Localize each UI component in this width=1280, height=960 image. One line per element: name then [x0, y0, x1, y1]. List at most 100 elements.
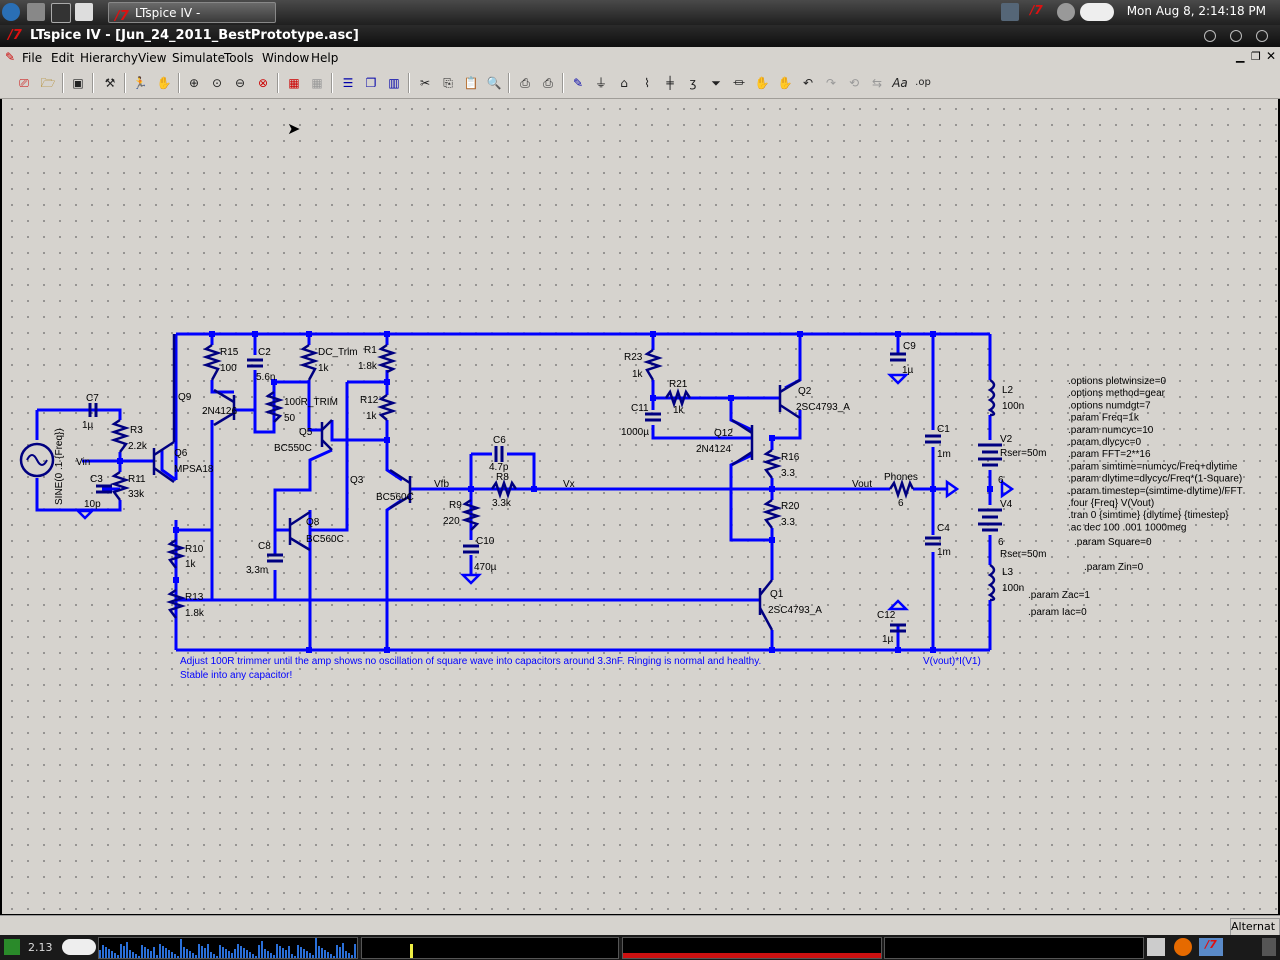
component-ref-q12[interactable]: Q12 — [714, 428, 733, 439]
menu-view[interactable]: View — [138, 51, 167, 65]
component-ref-r11[interactable]: R11 — [128, 474, 146, 485]
zoom-full-icon[interactable]: ⊙ — [211, 76, 223, 90]
system-menu-icon[interactable] — [2, 3, 20, 21]
draw-wire-icon[interactable]: ✎ — [572, 76, 584, 90]
save-icon[interactable]: ▣ — [72, 76, 84, 90]
component-value-l3[interactable]: 100n — [1002, 583, 1024, 594]
component-ref-c6[interactable]: C6 — [493, 435, 506, 446]
undo-icon[interactable]: ↶ — [802, 76, 814, 90]
component-value-r16[interactable]: 3.3 — [781, 468, 795, 479]
component-value-r10[interactable]: 1k — [185, 559, 197, 570]
component-value-c8[interactable]: 3.3m — [246, 565, 268, 576]
spice-directive-line[interactable]: .param Freq=1k — [1068, 413, 1140, 424]
component-ref-c12[interactable]: C12 — [877, 610, 896, 621]
component-ref-r16[interactable]: R16 — [781, 452, 800, 463]
component-ref-v4[interactable]: V4 — [1000, 499, 1013, 510]
component-value-c6[interactable]: 4.7p — [489, 462, 509, 473]
menu-file[interactable]: File — [22, 51, 43, 65]
component-value-phones[interactable]: 6 — [898, 498, 904, 509]
component-value-c10[interactable]: 470µ — [474, 562, 497, 573]
component-value-q3[interactable]: BC560C — [376, 492, 414, 503]
component-ref-q8[interactable]: Q8 — [306, 517, 320, 528]
component-ref-dc_trim[interactable]: DC_Trim — [318, 347, 358, 358]
component-value-q9[interactable]: 2N4126 — [202, 406, 237, 417]
spice-directive-line[interactable]: .options numdgt=7 — [1068, 400, 1151, 411]
control-panel-icon[interactable]: ⚒ — [104, 76, 116, 90]
diode-icon[interactable]: ⏷ — [711, 76, 721, 90]
component-value-v2[interactable]: Rser=50m — [1000, 448, 1046, 459]
tile-vertical-icon[interactable]: ▥ — [388, 76, 400, 90]
component-ref-q1[interactable]: Q1 — [770, 589, 784, 600]
spice-directive-line[interactable]: .param dlycyc=0 — [1068, 437, 1142, 448]
zoom-cancel-icon[interactable]: ⊗ — [257, 76, 269, 90]
component-ref-c8[interactable]: C8 — [258, 541, 271, 552]
component-value-v4[interactable]: Rser=50m — [1000, 549, 1046, 560]
cascade-icon[interactable]: ❐ — [365, 76, 377, 90]
component-ref-c9[interactable]: C9 — [903, 341, 916, 352]
component-ref-c11[interactable]: C11 — [631, 403, 649, 414]
component-ref-q3[interactable]: Q3 — [350, 475, 364, 486]
component-ref-c1[interactable]: C1 — [937, 424, 950, 435]
component-value-r20[interactable]: 3.3 — [781, 517, 795, 528]
print-icon[interactable]: ⎙ — [543, 76, 553, 90]
file-manager-icon[interactable] — [27, 3, 45, 21]
window-titlebar[interactable]: /7 LTspice IV - [Jun_24_2011_BestPrototy… — [0, 25, 1280, 47]
schematic-icon[interactable]: ✎ — [5, 50, 16, 64]
component-ref-r10[interactable]: R10 — [185, 544, 204, 555]
component-value-q2[interactable]: 2SC4793_A — [796, 402, 850, 413]
grid-icon[interactable]: ▦ — [311, 76, 323, 90]
component-ref-l3[interactable]: L3 — [1002, 567, 1014, 578]
mdi-restore-icon[interactable]: ❐ — [1251, 50, 1261, 63]
menu-simulate[interactable]: Simulate — [172, 51, 226, 65]
component-ref-100r_trim[interactable]: 100R_TRIM — [284, 397, 338, 408]
component-value-r21[interactable]: 1k — [673, 405, 685, 416]
tray-display-icon[interactable] — [1001, 3, 1019, 21]
spice-directive-line[interactable]: .param numcyc=10 — [1068, 425, 1154, 436]
run-icon[interactable]: 🏃 — [132, 76, 148, 90]
capacitor-icon[interactable]: ╪ — [666, 76, 674, 90]
menu-hierarchy[interactable]: Hierarchy — [80, 51, 139, 65]
component-value-q8[interactable]: BC560C — [306, 534, 344, 545]
new-schematic-icon[interactable]: ⎚ — [19, 76, 29, 90]
component-value-c7[interactable]: 1µ — [82, 420, 94, 431]
component-value-c4[interactable]: 1m — [937, 547, 951, 558]
print-setup-icon[interactable]: ⎙ — [520, 76, 530, 90]
component-value-r12[interactable]: 1k — [366, 411, 378, 422]
component-value-r3[interactable]: 2.2k — [128, 441, 148, 452]
component-value-r11[interactable]: 33k — [128, 489, 145, 500]
tray-settings-icon[interactable] — [1147, 938, 1165, 956]
spice-directive-line[interactable]: .param dlytime=dlycyc/Freq*(1-Square) — [1068, 474, 1242, 485]
spice-directive-line[interactable]: .ac dec 100 .001 1000meg — [1068, 522, 1186, 533]
zoom-out-icon[interactable]: ⊖ — [234, 76, 246, 90]
component-value-c9[interactable]: 1µ — [902, 365, 914, 376]
spice-directive-line[interactable]: .options method=gear — [1068, 388, 1166, 399]
component-value-r1[interactable]: 1.8k — [358, 361, 378, 372]
inductor-icon[interactable]: ʒ — [689, 76, 697, 90]
spice-directive-line[interactable]: .options plotwinsize=0 — [1068, 376, 1167, 387]
component-value-r23[interactable]: 1k — [632, 369, 644, 380]
spice-directive-line[interactable]: .four {Freq} V(Vout) — [1068, 498, 1154, 509]
redo-icon[interactable]: ↷ — [825, 76, 837, 90]
component-ref-r12[interactable]: R12 — [360, 395, 379, 406]
tray-ltspice-icon[interactable]: /7 — [1030, 3, 1043, 17]
label-net-icon[interactable]: ⌂ — [620, 76, 628, 90]
component-ref-c7[interactable]: C7 — [86, 393, 99, 404]
move-icon[interactable]: ✋ — [754, 76, 770, 90]
zoom-in-icon[interactable]: ⊕ — [188, 76, 200, 90]
clock[interactable]: Mon Aug 8, 2:14:18 PM — [1126, 4, 1266, 18]
workspace-switcher-icon[interactable] — [4, 939, 20, 955]
spice-directive-line[interactable]: .param simtime=numcyc/Freq+dlytime — [1068, 461, 1238, 472]
component-ref-c4[interactable]: C4 — [937, 523, 950, 534]
component-value-r13[interactable]: 1.8k — [185, 608, 205, 619]
component-ref-c3[interactable]: C3 — [90, 474, 103, 485]
menu-window[interactable]: Window — [262, 51, 310, 65]
mdi-close-icon[interactable]: ✕ — [1266, 49, 1277, 63]
tile-horizontal-icon[interactable]: ☰ — [342, 76, 354, 90]
text-icon[interactable]: Aa — [892, 76, 908, 90]
component-value-q6[interactable]: MPSA18 — [174, 464, 214, 475]
component-ref-v2[interactable]: V2 — [1000, 434, 1013, 445]
component-ref-c10[interactable]: C10 — [476, 536, 495, 547]
spice-directive-line[interactable]: .param timestep=(simtime-dlytime)/FFT — [1068, 486, 1243, 497]
menu-tools[interactable]: Tools — [224, 51, 254, 65]
component-value-r15[interactable]: 100 — [220, 363, 237, 374]
